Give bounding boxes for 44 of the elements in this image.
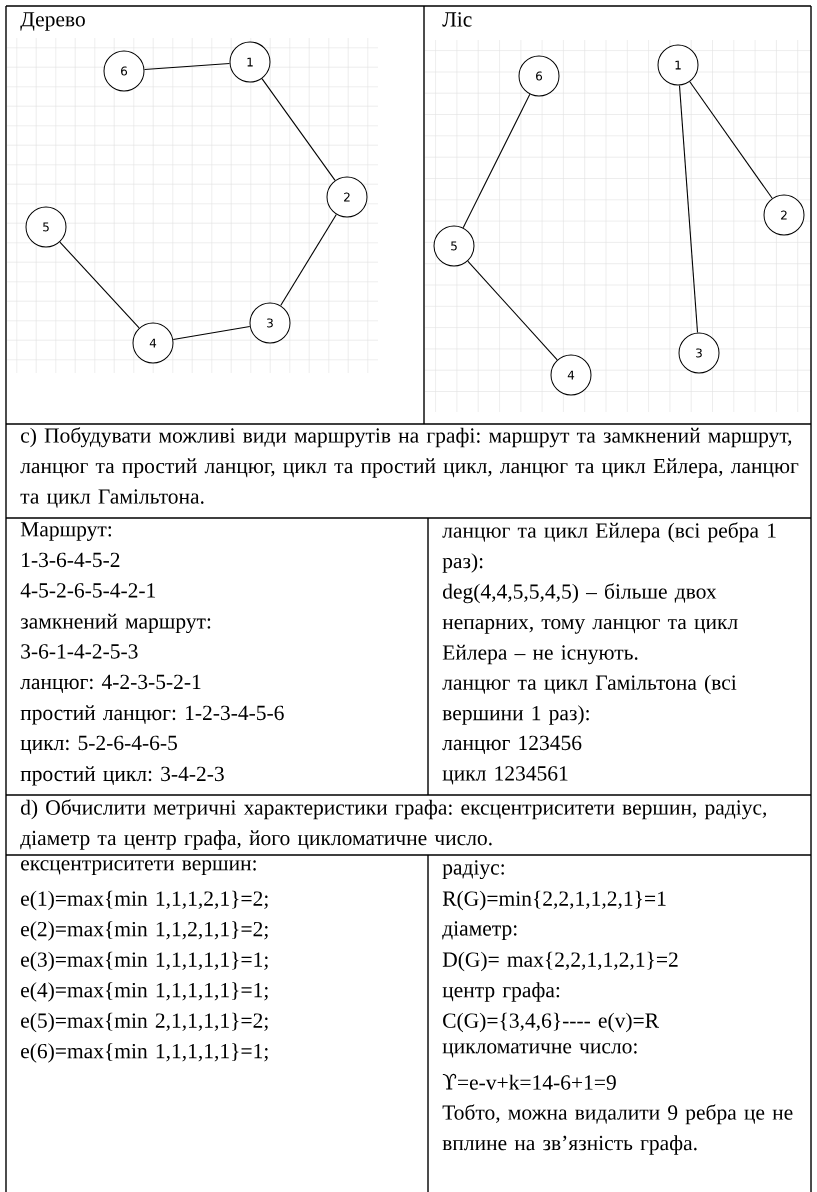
cell-text: e(1)=max{min 1,1,1,2,1}=2; <box>21 890 268 911</box>
cell-text: простий ланцюг: 1-2-3-4-5-6 <box>20 705 284 725</box>
cell-text: центр графа: <box>442 982 560 1002</box>
graph-edge <box>467 260 558 361</box>
cell-text: цикл 1234561 <box>442 766 568 785</box>
graph-edge <box>59 241 140 329</box>
graph-edge <box>689 81 773 199</box>
cell-text: 1-3-6-4-5-2 <box>22 552 120 568</box>
cell-text: e(5)=max{min 2,1,1,1,1}=2; <box>21 1012 268 1033</box>
cell-text: ексцентриситети вершин: <box>21 860 256 875</box>
graph-edge <box>143 62 231 71</box>
cell-text: ланцюг та цикл Гамільтона (всі вершини 1 раз): <box>442 674 737 725</box>
task-text: c) Побудувати можливі види маршрутів на графі: маршрут та замкнений маршрут, ланцюг та простий ланцюг, цикл та простий цикл, ланцюг та цикл Ейлера, ланцюг та цикл Гамільтона. <box>20 427 799 508</box>
cell-text: замкнений маршрут: <box>20 613 211 634</box>
cell-text: ланцюг 123456 <box>442 735 582 755</box>
node-label: 2 <box>781 210 787 220</box>
cell-text: C(G)={3,4,6}---- e(v)=R <box>443 1012 659 1033</box>
cell-text: e(6)=max{min 1,1,1,1,1}=1; <box>21 1043 268 1063</box>
panel-heading: Ліс <box>442 12 472 27</box>
cell-text: 3-6-1-4-2-5-3 <box>21 644 138 659</box>
cell-text: e(2)=max{min 1,1,2,1,1}=2; <box>21 921 268 941</box>
graph-edge <box>280 213 337 307</box>
cell-text: цикломатичне число: <box>442 1043 637 1058</box>
cell-text: ланцюг: 4-2-3-5-2-1 <box>20 674 201 694</box>
cell-text: D(G)= max{2,2,1,1,2,1}=2 <box>442 951 678 972</box>
cell-text: ланцюг та цикл Ейлера (всі ребра 1 раз): <box>442 522 776 573</box>
cell-text: радіус: <box>442 860 504 880</box>
graph-edge <box>261 78 336 181</box>
cell-text: e(3)=max{min 1,1,1,1,1}=1; <box>21 951 268 972</box>
cell-text: простий цикл: 3-4-2-3 <box>20 766 224 786</box>
task-text: d) Обчислити метричні характеристики графа: ексцентриситети вершин, радіус, діаметр та центр графа, його цикломатичне число. <box>20 799 767 850</box>
cell-text: e(4)=max{min 1,1,1,1,1}=1; <box>21 982 268 1002</box>
cell-text: цикл: 5-2-6-4-6-5 <box>20 735 177 755</box>
panel-heading: Дерево <box>20 12 85 31</box>
cell-text: 4-5-2-6-5-4-2-1 <box>20 583 155 598</box>
cell-text: діаметр: <box>442 921 517 941</box>
cell-text: Тобто, можна видалити 9 ребра це не вплине на зв’язність графа. <box>442 1104 793 1155</box>
graph-edge <box>678 84 699 334</box>
cell-text: Маршрут: <box>20 522 111 541</box>
graph-edge <box>462 93 531 229</box>
cell-text: ϒ=e-v+k=14-6+1=9 <box>442 1073 616 1090</box>
graph-edge <box>172 325 251 341</box>
cell-text: R(G)=min{2,2,1,1,2,1}=1 <box>442 890 666 911</box>
cell-text: deg(4,4,5,5,4,5) – більше двох непарних, тому ланцюг та цикл Ейлера – не існують. <box>442 583 738 665</box>
